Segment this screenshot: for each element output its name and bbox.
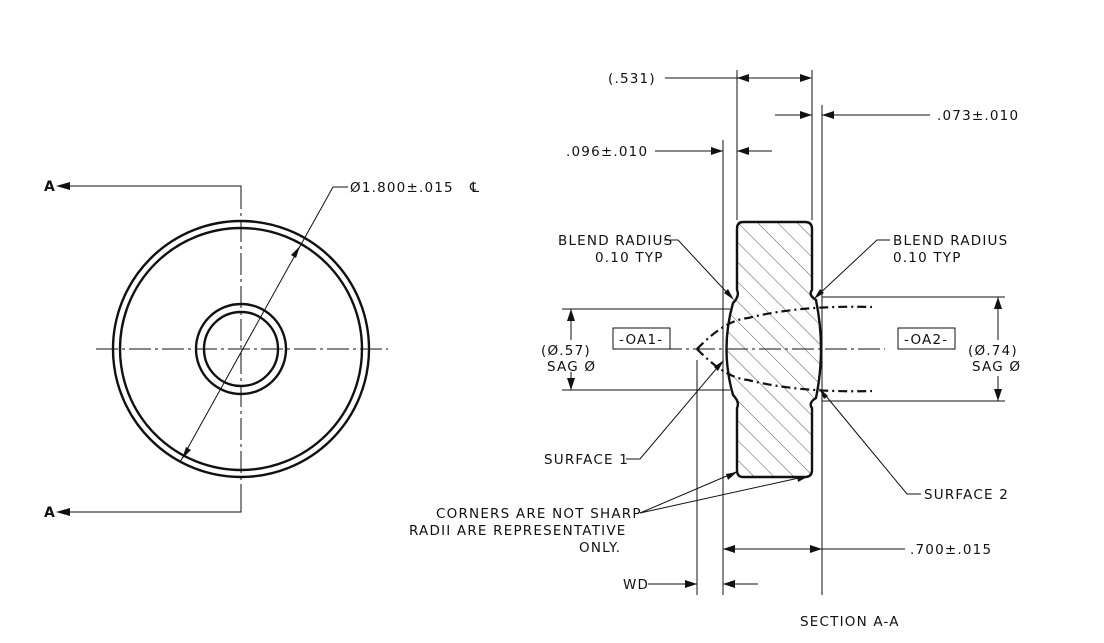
corners-leader-2 <box>639 475 809 514</box>
sag2-arrow-bottom <box>994 389 1002 401</box>
corners-note-line2: RADII ARE REPRESENTATIVE <box>409 523 627 539</box>
wd-dimension: WD <box>623 577 649 593</box>
corners-note-line1: CORNERS ARE NOT SHARP <box>436 506 642 522</box>
sag2-diameter: (Ø.74) <box>968 343 1018 359</box>
overall-ref-dimension: (.531) <box>608 71 656 87</box>
dim-073-arrow-left <box>800 111 812 119</box>
lens-section-body <box>725 220 823 479</box>
blend-radius-right-line2: 0.10 TYP <box>893 250 962 266</box>
dim-700-arrow-left <box>723 545 735 553</box>
sag2-label: SAG Ø <box>972 359 1021 375</box>
datum-oa1-box <box>612 327 671 350</box>
sag1-arrow-bottom <box>567 378 575 390</box>
surface1-sag-curve-top <box>696 305 873 350</box>
dim-073-arrow-right <box>822 111 834 119</box>
sag1-diameter: (Ø.57) <box>541 343 591 359</box>
right-thickness-dimension: .073±.010 <box>937 108 1019 124</box>
surface1-label: SURFACE 1 <box>544 452 629 468</box>
dim-096-arrow-right <box>737 147 749 155</box>
dim-531-arrow-right <box>800 74 812 82</box>
cut-label-top: A <box>44 179 55 195</box>
dim-096-arrow-left <box>711 147 723 155</box>
section-cut-line-top <box>60 185 242 200</box>
diameter-dim-line <box>179 186 334 463</box>
blend-radius-left-line1: BLEND RADIUS <box>558 233 673 249</box>
blend-left-arrow <box>724 289 734 300</box>
surface1-arrow <box>714 360 724 371</box>
corners-arrow-2 <box>797 476 809 482</box>
cut-label-bottom: A <box>44 505 55 521</box>
section-cut-line-bottom <box>60 498 242 513</box>
section-arrow-bottom <box>56 508 70 516</box>
section-arrow-top <box>56 182 70 190</box>
sag1-arrow-top <box>567 309 575 321</box>
datum-oa2-box <box>897 327 956 350</box>
inner-bore-circle <box>202 310 280 388</box>
blend-radius-right-line1: BLEND RADIUS <box>893 233 1008 249</box>
outer-edge-circle <box>111 219 371 479</box>
front-view: A A Ø1.800±.015 ℄ <box>44 179 479 521</box>
section-title: SECTION A-A <box>800 614 900 630</box>
dim-531-arrow-left <box>737 74 749 82</box>
outer-chamfer-circle <box>118 226 364 472</box>
surface2-arrow <box>819 388 828 399</box>
diameter-arrow-bottom <box>182 447 191 459</box>
dim-wd-arrow-right <box>723 580 735 588</box>
corners-note-line3: ONLY. <box>579 540 621 556</box>
section-view: (.531) .073±.010 .096±.010 BLEND RADIUS … <box>409 70 1021 630</box>
dim-700-arrow-right <box>810 545 822 553</box>
sag2-arrow-top <box>994 297 1002 309</box>
datum-oa1: -OA1- <box>619 332 663 348</box>
corners-leader-1 <box>639 471 737 514</box>
blend-right-leader <box>815 239 890 298</box>
left-thickness-dimension: .096±.010 <box>566 144 648 160</box>
sag1-label: SAG Ø <box>547 359 596 375</box>
length-dimension: .700±.015 <box>910 542 992 558</box>
inner-sag-circle <box>194 302 288 396</box>
surface1-leader <box>626 361 723 460</box>
surface2-leader <box>820 389 921 495</box>
corners-arrow-1 <box>726 472 737 480</box>
blend-radius-left-line2: 0.10 TYP <box>595 250 664 266</box>
datum-oa2: -OA2- <box>904 332 948 348</box>
centerline-symbol-icon: ℄ <box>469 180 479 196</box>
blend-right-arrow <box>814 289 824 299</box>
diameter-arrow-top <box>291 246 300 258</box>
diameter-dimension: Ø1.800±.015 <box>350 180 454 196</box>
dim-wd-arrow-left <box>685 580 697 588</box>
surface2-label: SURFACE 2 <box>924 487 1009 503</box>
blend-left-leader <box>664 239 733 299</box>
